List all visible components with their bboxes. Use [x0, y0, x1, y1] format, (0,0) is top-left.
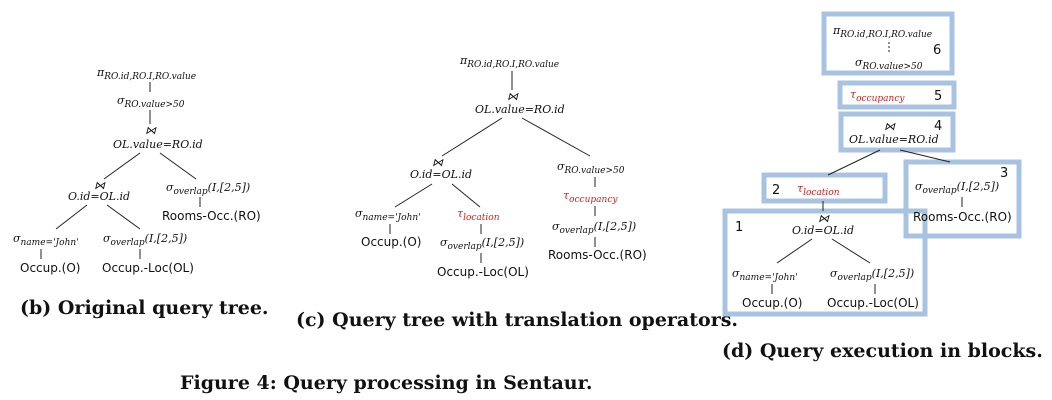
d-tau-occupancy: τoccupancy	[850, 88, 905, 104]
block-1-outline	[722, 208, 928, 317]
d-selection-name: σname='John'	[732, 267, 798, 283]
b-selection-name: σname='John'	[13, 232, 79, 248]
d-edge	[899, 149, 951, 163]
block-number-2: 2	[772, 183, 780, 198]
block-number-4: 4	[934, 119, 942, 134]
b-caption: (b) Original query tree.	[20, 297, 269, 319]
b-selection-overlap-left: σoverlap(I,[2,5])	[103, 232, 187, 248]
b-rooms-occ-relation: Rooms-Occ.(RO)	[162, 209, 261, 223]
c-rooms-occ-relation: Rooms-Occ.(RO)	[548, 248, 647, 262]
c-selection-value: σRO.value>50	[557, 160, 625, 176]
block-4-outline	[838, 111, 956, 153]
block-2-outline	[761, 172, 888, 204]
block-5-outline	[837, 80, 957, 110]
d-selection-overlap-left: σoverlap(I,[2,5])	[830, 267, 914, 283]
block-6-outline	[821, 11, 955, 76]
panel-c-translation-tree: πRO.id,RO.I,RO.value ⋈ OL.value=RO.id ⋈ …	[296, 54, 738, 331]
d-join-symbol-top: ⋈	[884, 120, 896, 133]
b-selection-value: σRO.value>50	[117, 94, 185, 110]
b-join-symbol-left: ⋈	[94, 179, 106, 192]
c-tau-occupancy: τoccupancy	[563, 189, 618, 205]
b-occup-loc-relation: Occup.-Loc(OL)	[102, 261, 194, 275]
c-join-left-condition: O.id=OL.id	[410, 168, 472, 181]
panel-d-execution-blocks: πRO.id,RO.I,RO.value 6 σRO.value>50 τocc…	[722, 11, 1043, 362]
c-selection-overlap-left: σoverlap(I,[2,5])	[440, 236, 524, 252]
c-join-top-condition: OL.value=RO.id	[475, 103, 565, 116]
c-join-symbol-left: ⋈	[432, 156, 444, 169]
c-edge	[441, 117, 503, 157]
d-occup-loc-relation: Occup.-Loc(OL)	[827, 296, 919, 310]
c-join-symbol-top: ⋈	[507, 90, 519, 103]
b-selection-overlap-right: σoverlap(I,[2,5])	[166, 181, 250, 197]
block-number-3: 3	[1000, 166, 1008, 181]
d-join-symbol-left: ⋈	[818, 212, 830, 225]
c-occup-relation: Occup.(O)	[361, 235, 422, 249]
b-edge	[55, 204, 88, 230]
b-join-left-condition: O.id=OL.id	[68, 190, 130, 203]
d-occup-relation: Occup.(O)	[742, 296, 803, 310]
block-number-1: 1	[735, 220, 743, 235]
d-selection-overlap-right: σoverlap(I,[2,5])	[915, 180, 999, 196]
c-edge	[521, 117, 591, 157]
block-3-outline	[903, 159, 1022, 239]
d-projection: πRO.id,RO.I,RO.value	[832, 24, 932, 40]
b-edge	[159, 152, 197, 180]
b-edge	[103, 152, 141, 180]
d-edge	[827, 149, 881, 176]
b-projection: πRO.id,RO.I,RO.value	[96, 66, 196, 82]
b-edge	[106, 204, 141, 230]
panel-b-original-tree: πRO.id,RO.I,RO.value σRO.value>50 ⋈ OL.v…	[13, 66, 269, 319]
d-edge	[831, 238, 871, 264]
block-number-5: 5	[934, 89, 942, 104]
d-join-left-condition: O.id=OL.id	[792, 224, 854, 237]
d-caption: (d) Query execution in blocks.	[722, 340, 1043, 362]
c-caption: (c) Query tree with translation operator…	[296, 309, 738, 331]
c-projection: πRO.id,RO.I,RO.value	[459, 54, 559, 70]
c-selection-overlap-right: σoverlap(I,[2,5])	[552, 220, 636, 236]
block-number-6: 6	[933, 43, 941, 58]
d-rooms-occ-relation: Rooms-Occ.(RO)	[913, 210, 1012, 224]
c-selection-name: σname='John'	[355, 207, 421, 223]
d-selection-value: σRO.value>50	[855, 56, 923, 72]
figure-caption: Figure 4: Query processing in Sentaur.	[180, 372, 593, 394]
c-tau-location: τlocation	[457, 207, 500, 223]
c-edge	[394, 183, 433, 208]
d-tau-location: τlocation	[797, 182, 840, 198]
b-join-top-condition: OL.value=RO.id	[113, 138, 203, 151]
c-edge	[451, 183, 481, 208]
b-occup-relation: Occup.(O)	[20, 261, 81, 275]
c-occup-loc-relation: Occup.-Loc(OL)	[437, 265, 529, 279]
d-edge	[776, 238, 813, 264]
b-join-symbol-top: ⋈	[145, 124, 157, 137]
d-join-top-condition: OL.value=RO.id	[849, 133, 939, 146]
